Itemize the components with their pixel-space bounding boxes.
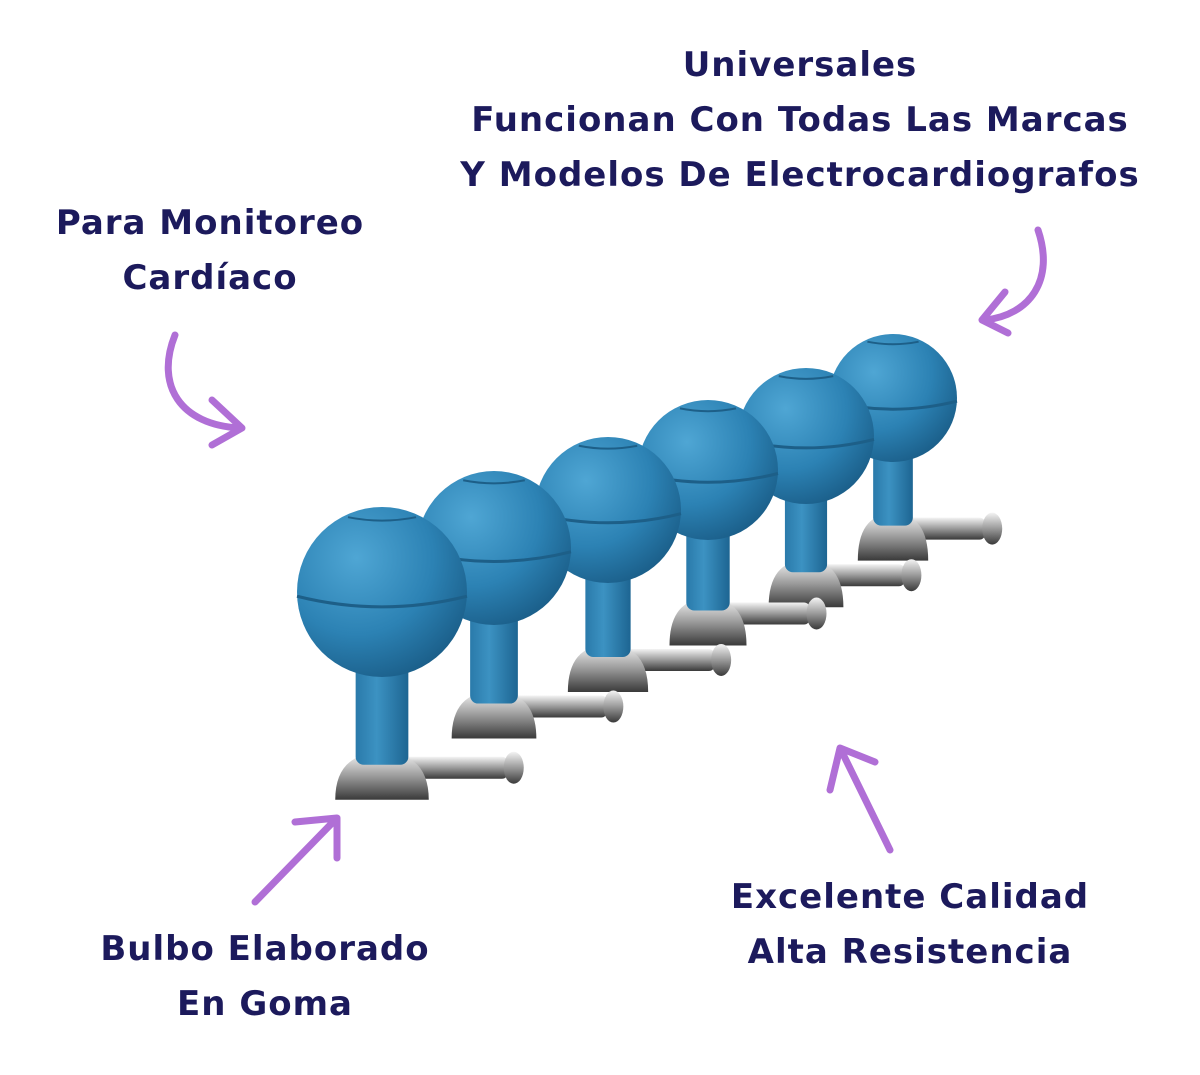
caption-line: Funcionan Con Todas Las Marcas — [471, 100, 1129, 140]
thumb-screw — [901, 559, 922, 592]
bulb-ridge — [578, 444, 638, 450]
caption-line: Bulbo Elaborado — [100, 929, 430, 969]
thumb-screw — [982, 512, 1003, 545]
suction-bulb — [535, 437, 681, 583]
bulb-neck — [873, 449, 913, 526]
bulb-neck — [355, 660, 409, 765]
bulb-ridge — [347, 516, 417, 522]
metal-cup-electrode — [669, 598, 747, 646]
thumb-screw — [503, 751, 524, 784]
bulb-material-caption: Bulbo Elaborado En Goma — [70, 922, 460, 1032]
bulb-neck — [686, 526, 730, 611]
metal-cup-electrode — [335, 752, 429, 800]
thumb-screw — [806, 597, 827, 630]
caption-line: Excelente Calidad — [730, 877, 1090, 917]
thumb-screw — [603, 690, 624, 723]
metal-cup-electrode — [451, 691, 537, 739]
arrow-monitor — [164, 331, 246, 449]
bulb-neck — [470, 609, 518, 704]
caption-line: Y Modelos De Electrocardiografos — [460, 155, 1140, 195]
bulb-neck — [784, 490, 828, 573]
monitoring-caption: Para Monitoreo Cardíaco — [30, 196, 390, 306]
bulb-ridge — [778, 375, 834, 380]
caption-line: En Goma — [177, 984, 353, 1024]
caption-line: Universales — [682, 45, 918, 85]
arrow-compat — [978, 226, 1047, 337]
bulb-seam — [296, 594, 468, 609]
thumb-screw — [711, 643, 732, 676]
arrow-bulb — [251, 814, 341, 906]
arrow-quality — [826, 744, 894, 854]
metal-cup-electrode — [567, 644, 649, 692]
metal-cup-electrode — [857, 513, 929, 561]
caption-line: Para Monitoreo — [55, 203, 365, 243]
compatibility-caption: Universales Funcionan Con Todas Las Marc… — [440, 38, 1160, 203]
bulb-ridge — [679, 407, 737, 413]
bulb-neck — [585, 568, 631, 657]
caption-line: Cardíaco — [122, 258, 298, 298]
bulb-ridge — [867, 340, 919, 346]
caption-line: Alta Resistencia — [747, 932, 1073, 972]
quality-caption: Excelente Calidad Alta Resistencia — [700, 870, 1120, 980]
suction-bulb — [297, 507, 467, 677]
bulb-ridge — [463, 479, 525, 485]
metal-cup-electrode — [768, 560, 844, 608]
